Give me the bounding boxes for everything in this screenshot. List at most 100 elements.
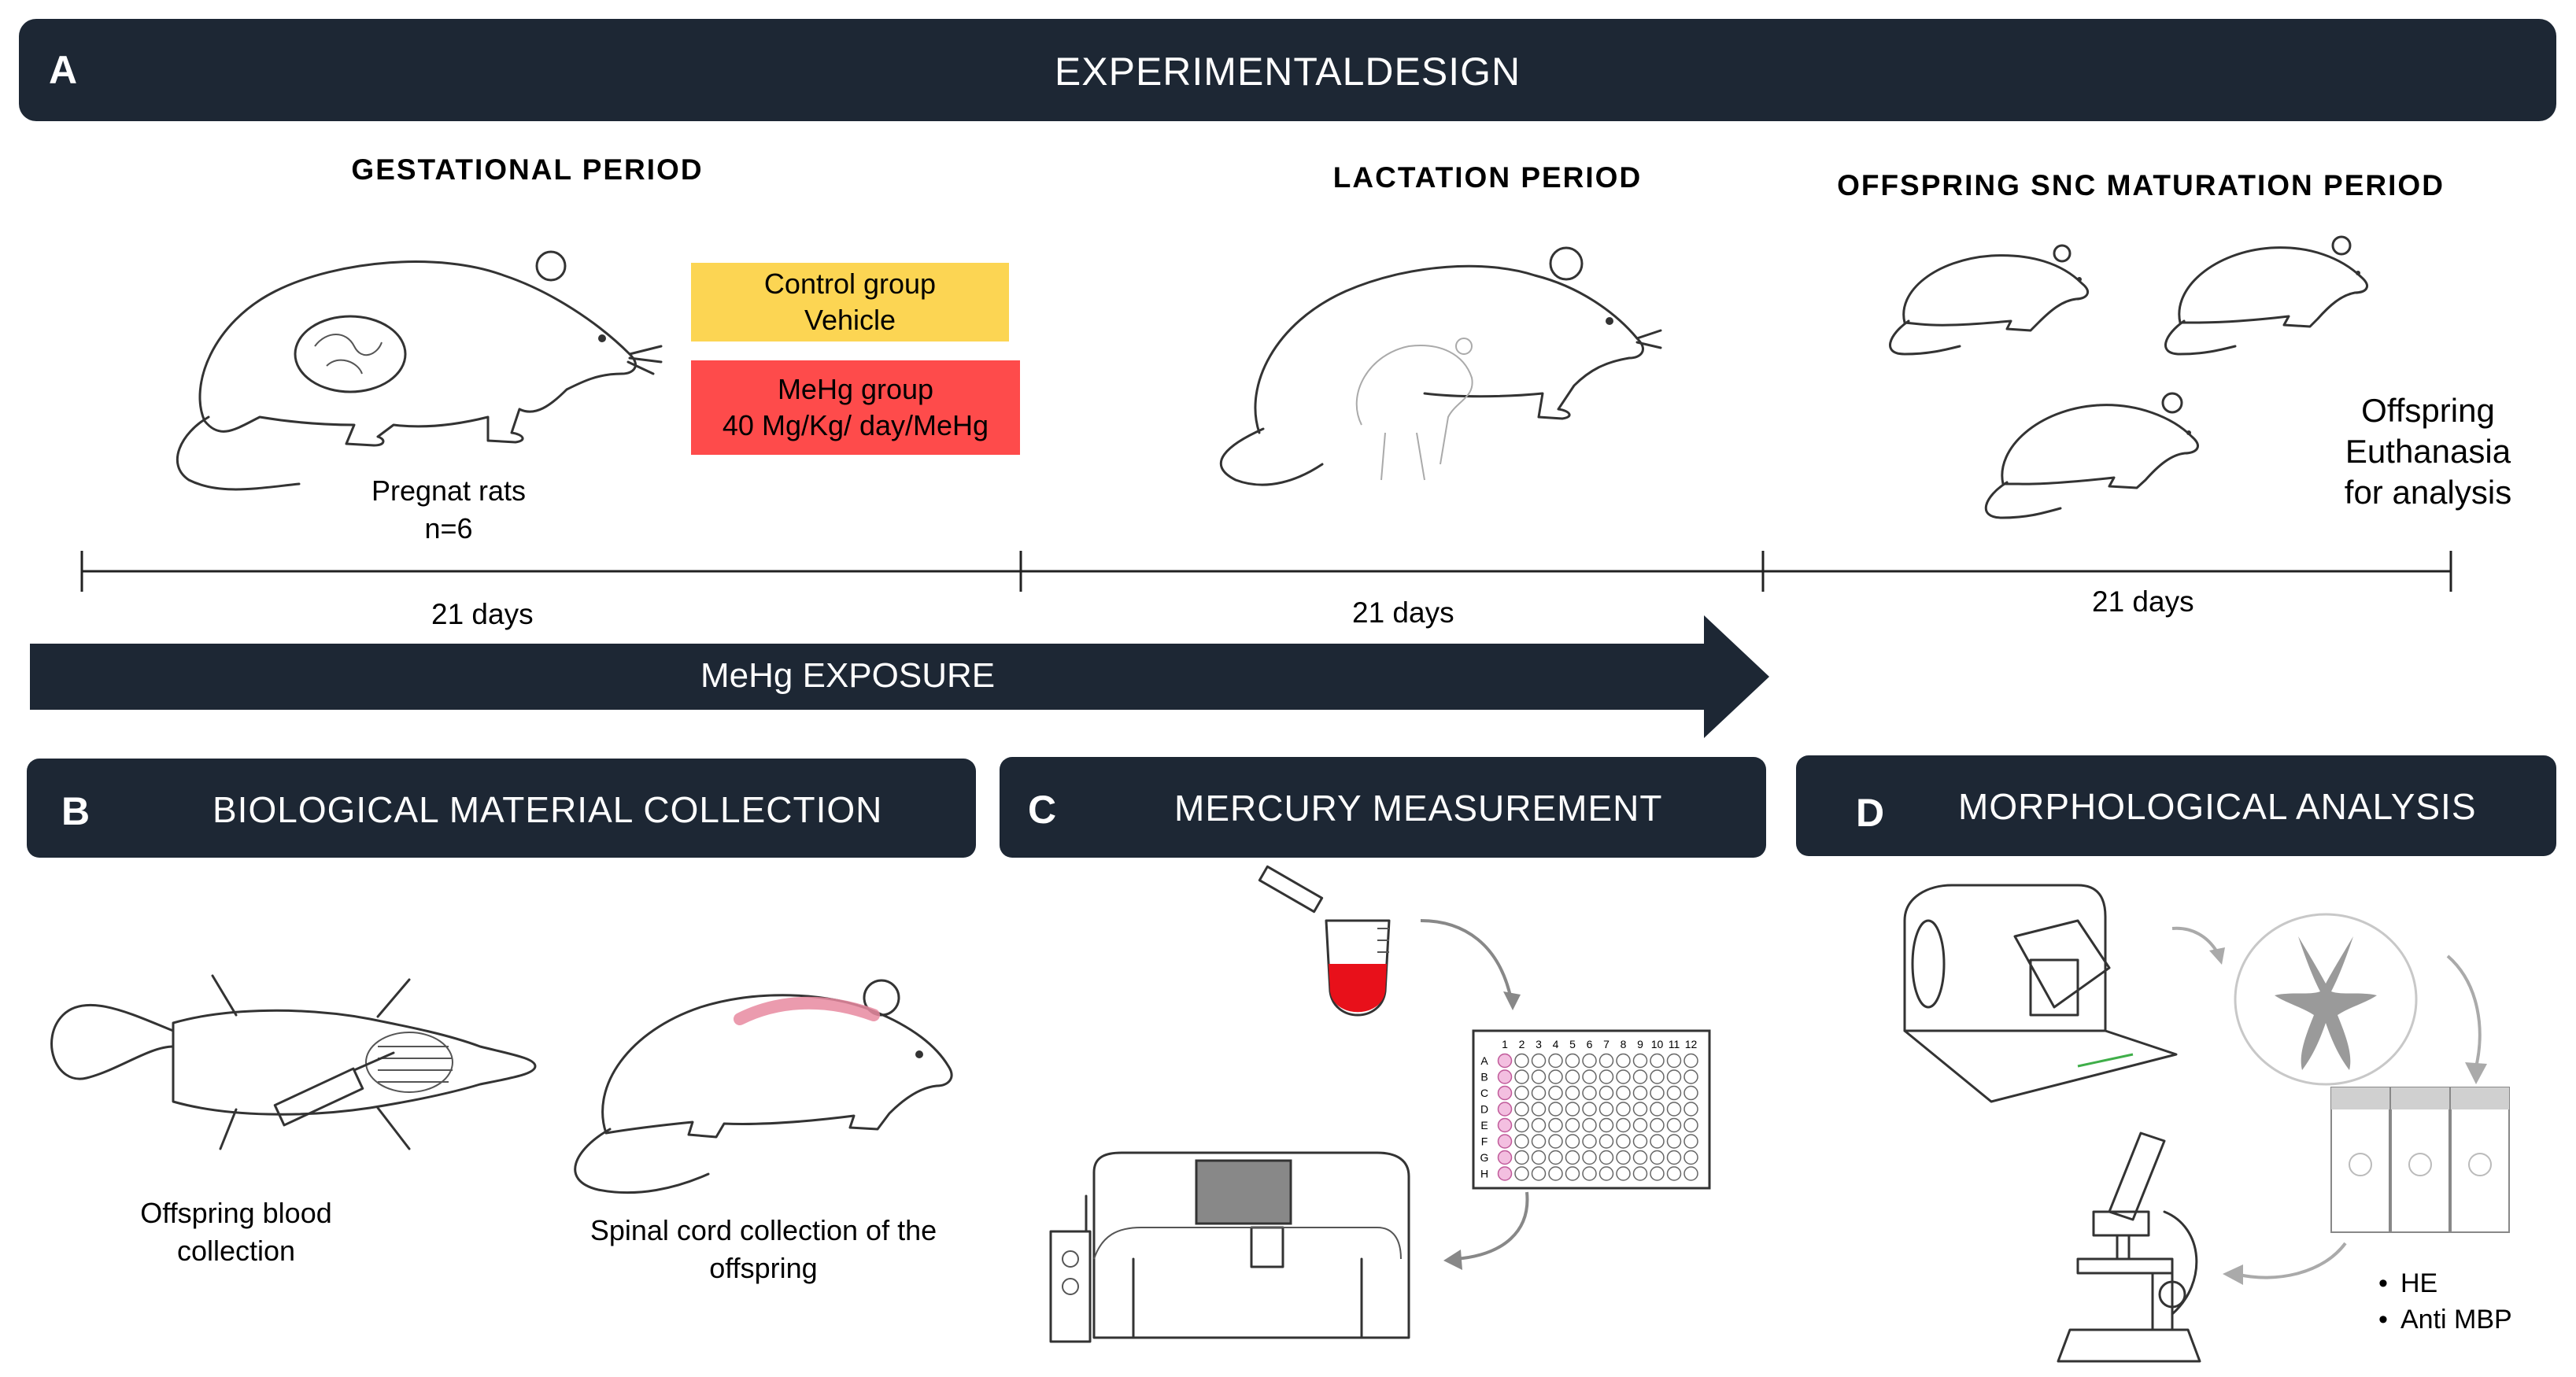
blood-collection-line-2: collection [176,1235,296,1267]
panel-c-title: MERCURY MEASUREMENT [1174,788,1663,829]
control-group-box: Control group Vehicle [691,263,1009,341]
plate-well [1616,1166,1631,1181]
plate-well [1497,1053,1513,1069]
panel-letter-d: D [1856,791,1885,835]
plate-row-label: A [1480,1054,1488,1067]
plate-well [1514,1150,1529,1165]
flow-arrow-microtome-to-section [2171,926,2225,965]
plate-well [1565,1085,1580,1101]
plate-row-label: C [1480,1087,1488,1099]
plate-well [1650,1150,1665,1165]
plate-well [1531,1166,1547,1181]
stain-item-he: •HE [2378,1268,2438,1298]
exposure-arrow [30,615,1769,738]
plate-well [1650,1134,1665,1149]
plate-column-label: 1 [1502,1038,1508,1050]
plate-well [1565,1150,1580,1165]
plate-well [1531,1150,1547,1165]
euthanasia-line-2: Euthanasia [2345,433,2511,470]
spinal-collection-line-1: Spinal cord collection of the [589,1214,937,1246]
plate-well [1683,1102,1698,1117]
plate-well [1666,1085,1682,1101]
maturation-period-heading: OFFSPRING SNC MATURATION PERIOD [1837,169,2445,201]
plate-well [1683,1166,1698,1181]
plate-well [1497,1085,1513,1101]
plate-column-label: 3 [1536,1038,1542,1050]
plate-well [1565,1102,1580,1117]
plate-well [1616,1085,1631,1101]
plate-well [1683,1150,1698,1165]
blood-collection-line-1: Offspring blood [140,1197,332,1229]
spinal-collection-line-2: offspring [709,1252,818,1284]
plate-wells [1497,1053,1698,1181]
plate-well [1548,1150,1563,1165]
plate-row-label: H [1480,1168,1488,1180]
stain-anti-mbp-label: Anti MBP [2400,1305,2512,1335]
plate-well [1598,1053,1614,1069]
plate-well [1497,1102,1513,1117]
page-title: EXPERIMENTALDESIGN [1054,50,1521,94]
spinal-cord-section-icon [2234,913,2418,1086]
plate-well [1666,1134,1682,1149]
plate-column-label: 2 [1519,1038,1525,1050]
plate-well [1531,1134,1547,1149]
lactation-days-label: 21 days [1352,596,1454,629]
pregnant-rats-label: Pregnat rats [371,474,527,507]
plate-well [1548,1053,1563,1069]
euthanasia-caption: Offspring Euthanasia for analysis [2298,390,2558,513]
plate-well [1497,1166,1513,1181]
microscope-icon [2057,1132,2201,1363]
plate-well [1514,1102,1529,1117]
mercury-analyzer-icon [1049,1151,1410,1343]
plate-well [1616,1134,1631,1149]
plate-well [1582,1166,1597,1181]
plate-well [1497,1069,1513,1084]
plate-well [1514,1134,1529,1149]
plate-row-label: G [1480,1151,1489,1164]
plate-well [1531,1117,1547,1133]
plate-well [1650,1117,1665,1133]
plate-well [1514,1166,1529,1181]
stain-item-anti-mbp: •Anti MBP [2378,1305,2512,1335]
plate-well [1565,1134,1580,1149]
flow-arrow-tube-to-plate [1420,919,1521,1010]
plate-well [1616,1150,1631,1165]
plate-well [1548,1069,1563,1084]
plate-row-label: E [1480,1119,1488,1132]
spinal-collection-caption: Spinal cord collection of the offspring [567,1212,960,1287]
plate-well [1598,1069,1614,1084]
panel-letter-a: A [49,48,78,92]
plate-well [1582,1085,1597,1101]
panel-b-title: BIOLOGICAL MATERIAL COLLECTION [213,789,883,830]
plate-well [1598,1134,1614,1149]
plate-well [1632,1069,1648,1084]
plate-well [1650,1053,1665,1069]
plate-well [1666,1069,1682,1084]
plate-well [1531,1053,1547,1069]
plate-column-label: 10 [1651,1038,1664,1050]
plate-row-label: D [1480,1103,1488,1116]
plate-well [1565,1117,1580,1133]
plate-well [1616,1053,1631,1069]
maturation-days-label: 21 days [2092,585,2194,618]
plate-well [1531,1085,1547,1101]
header-banner: A EXPERIMENTALDESIGN [19,19,2556,121]
plate-well [1497,1150,1513,1165]
plate-well [1582,1134,1597,1149]
plate-well [1582,1102,1597,1117]
plate-well [1531,1069,1547,1084]
offspring-rat-3 [1984,392,2199,519]
plate-column-label: 9 [1637,1038,1643,1050]
plate-column-label: 4 [1553,1038,1559,1050]
plate-well [1582,1117,1597,1133]
plate-column-label: 11 [1669,1038,1680,1050]
plate-well [1650,1069,1665,1084]
plate-well [1650,1102,1665,1117]
plate-well [1616,1102,1631,1117]
euthanasia-line-1: Offspring [2361,392,2495,429]
plate-well [1565,1166,1580,1181]
microtome-icon [1903,884,2178,1103]
panel-letter-c: C [1028,788,1057,832]
plate-row-label: B [1480,1071,1488,1084]
